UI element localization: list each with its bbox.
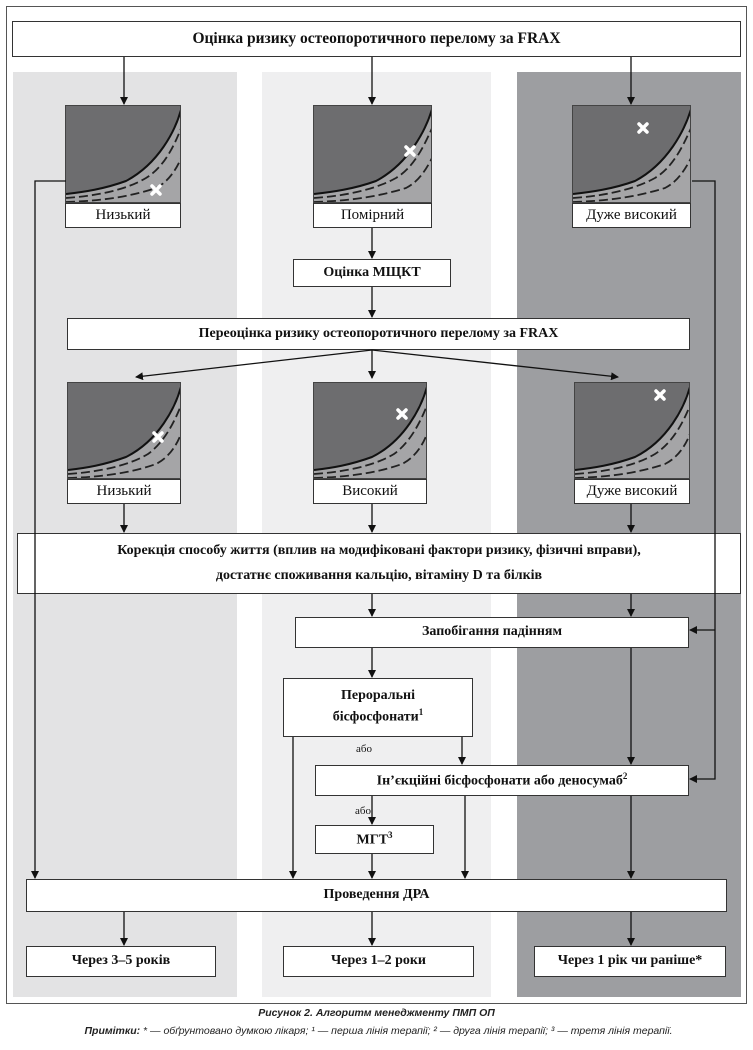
or-label: або	[355, 805, 371, 817]
bmd-assessment-label: Оцінка МЩКТ	[323, 264, 421, 280]
lifestyle-line-2: достатнє споживання кальцію, вітаміну D …	[215, 567, 543, 583]
reassessed-low-risk-label: Низький	[96, 483, 152, 500]
interval-low-label: Через 3–5 років	[71, 953, 171, 969]
arrow-icon	[689, 180, 716, 783]
cross-marker-icon	[396, 408, 408, 420]
interval-mid-box: Через 1–2 роки	[283, 946, 474, 977]
risk-chart-icon	[313, 382, 427, 479]
reassessed-very-high-risk-label: Дуже високий	[586, 483, 678, 500]
cross-marker-icon	[152, 431, 164, 443]
initial-low-risk-box: Низький	[65, 203, 181, 228]
frax-reassessment-label: Переоцінка ризику остеопоротичного перел…	[198, 325, 559, 341]
initial-very-high-risk-box: Дуже високий	[572, 203, 691, 228]
cross-marker-icon	[654, 389, 666, 401]
dxa-box: Проведення ДРА	[26, 879, 727, 912]
cross-marker-icon	[404, 145, 416, 157]
lifestyle-correction-box: Корекція способу життя (вплив на модифік…	[17, 533, 741, 594]
arrow-icon	[31, 180, 66, 879]
hrt-box: МГТ3	[315, 825, 434, 854]
interval-mid-label: Через 1–2 роки	[330, 953, 427, 969]
frax-reassessment-box: Переоцінка ризику остеопоротичного перел…	[67, 318, 690, 350]
risk-chart-icon	[572, 105, 691, 203]
cross-marker-icon	[637, 122, 649, 134]
reassessed-high-risk-label: Високий	[342, 483, 398, 500]
fall-prevention-box: Запобігання падінням	[295, 617, 689, 648]
figure-caption: Рисунок 2. Алгоритм менеджменту ПМП ОП	[258, 1007, 495, 1019]
risk-chart-icon	[67, 382, 181, 479]
interval-high-label: Через 1 рік чи раніше*	[557, 953, 703, 969]
initial-very-high-risk-label: Дуже високий	[586, 207, 677, 224]
initial-low-risk-label: Низький	[95, 207, 151, 224]
interval-low-box: Через 3–5 років	[26, 946, 216, 977]
hrt-label: МГТ	[356, 832, 388, 848]
third-line-marker: 3	[387, 829, 393, 840]
oral-bisphosphonates-line-2: бісфосфонати	[332, 709, 419, 725]
risk-chart-icon	[574, 382, 690, 479]
oral-bisphosphonates-box: Пероральні бісфосфонати1	[283, 678, 473, 737]
figure-notes: Примітки: * — обґрунтовано думкою лікаря…	[6, 1025, 751, 1037]
initial-moderate-risk-label: Помірний	[340, 207, 405, 224]
injectable-therapy-label: Ін’єкційні бісфосфонати або деносумаб	[376, 773, 623, 789]
reassessed-very-high-risk-box: Дуже високий	[574, 479, 690, 504]
arrow-icon	[135, 349, 373, 381]
reassessed-low-risk-box: Низький	[67, 479, 181, 504]
notes-heading: Примітки:	[84, 1025, 141, 1037]
oral-bisphosphonates-line-1: Пероральні	[340, 688, 415, 704]
cross-marker-icon	[150, 184, 162, 196]
fall-prevention-label: Запобігання падінням	[421, 624, 562, 640]
interval-high-box: Через 1 рік чи раніше*	[534, 946, 726, 977]
arrow-icon	[371, 349, 619, 381]
initial-moderate-risk-box: Помірний	[313, 203, 432, 228]
bmd-assessment-box: Оцінка МЩКТ	[293, 259, 451, 287]
dxa-label: Проведення ДРА	[323, 887, 430, 903]
second-line-marker: 2	[622, 770, 628, 781]
frax-assessment-label: Оцінка ризику остеопоротичного перелому …	[192, 29, 561, 47]
risk-chart-icon	[65, 105, 181, 203]
or-label: або	[356, 743, 372, 755]
lifestyle-line-1: Корекція способу життя (вплив на модифік…	[117, 543, 641, 558]
risk-chart-icon	[313, 105, 432, 203]
first-line-marker: 1	[418, 707, 424, 718]
injectable-therapy-box: Ін’єкційні бісфосфонати або деносумаб2	[315, 765, 689, 796]
notes-text: * — обґрунтовано думкою лікаря; ¹ — перш…	[140, 1025, 673, 1037]
reassessed-high-risk-box: Високий	[313, 479, 427, 504]
frax-assessment-box: Оцінка ризику остеопоротичного перелому …	[12, 21, 741, 57]
